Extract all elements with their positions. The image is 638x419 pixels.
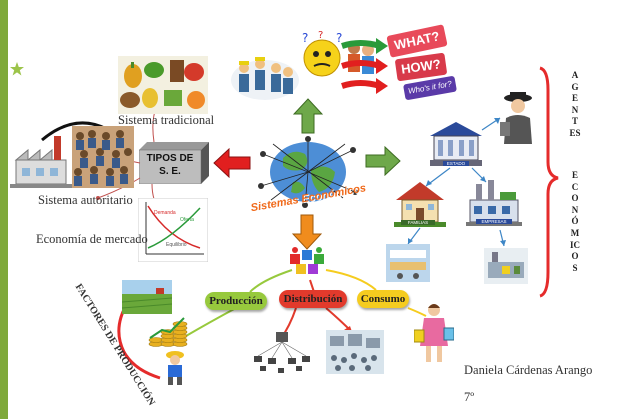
agentes-letter: N — [571, 204, 579, 215]
thinking-emoji-icon: ? ? ? — [302, 30, 342, 77]
agentes-letter: E — [571, 93, 578, 104]
agentes-letter: A — [571, 70, 579, 80]
distribution-network-image — [254, 332, 310, 373]
star-icon — [10, 62, 24, 76]
agentes-letter: Ó — [571, 216, 579, 227]
pill-produccion-label: Producción — [209, 295, 263, 307]
pill-consumo-label: Consumo — [360, 293, 406, 305]
tipos-box — [139, 142, 209, 184]
agentes-letter: T — [571, 116, 578, 127]
industry-image — [484, 248, 528, 284]
label-sistema-autoritario: Sistema autoritario — [38, 193, 133, 207]
author-grade: 7º — [464, 390, 475, 404]
crowd-image — [72, 126, 134, 188]
puzzle-people-icon — [290, 247, 324, 274]
sign-familias: FAMILIAS — [401, 220, 435, 225]
farmland-image — [122, 280, 172, 314]
label-sistema-tradicional: Sistema tradicional — [118, 113, 215, 127]
supply-demand-chart — [138, 198, 208, 262]
top-arrows — [341, 38, 388, 94]
pill-distribucion-label: Distribución — [283, 293, 343, 305]
author-name: Daniela Cárdenas Arango — [464, 363, 593, 377]
agentes-letter: G — [571, 81, 579, 92]
arrow-down-orange — [292, 214, 322, 250]
tipos-label-2: S. E. — [159, 166, 181, 177]
agentes-letter: C — [571, 181, 579, 192]
chart-label-oferta: Oferta — [180, 217, 194, 223]
agentes-letter: M — [570, 227, 580, 238]
left-sidebar-bar — [0, 0, 8, 419]
empresas-factory-image — [466, 180, 522, 226]
factory-image — [10, 136, 72, 188]
sign-estado: ESTADO — [443, 161, 469, 166]
agentes-letter: E — [571, 170, 578, 180]
arrow-left-red — [213, 148, 251, 178]
agentes-vertical-2: E C O N Ó M IC O S — [565, 170, 585, 274]
agentes-letter: O — [571, 193, 579, 204]
svg-text:?: ? — [318, 30, 323, 41]
agentes-letter: IC — [569, 239, 580, 250]
chart-label-equilibrio: Equilibrio — [166, 242, 187, 248]
workers-group-image — [231, 57, 299, 100]
tipos-label-1: TIPOS DE — [146, 153, 194, 164]
agentes-letter: ES — [569, 127, 581, 138]
farm-produce-image — [118, 56, 208, 114]
shopper-woman-icon — [414, 304, 454, 362]
supermarket-image — [386, 244, 430, 282]
coins-stack-icon — [148, 317, 188, 347]
chart-label-demanda: Demanda — [154, 210, 176, 216]
pill-consumo: Consumo — [357, 290, 409, 308]
arrow-up-green — [293, 98, 323, 134]
agentes-letter: O — [571, 251, 579, 262]
pill-distribucion: Distribución — [279, 290, 347, 308]
agentes-letter: S — [572, 262, 578, 273]
businessman-icon — [500, 92, 532, 144]
market-crowd-image — [326, 330, 384, 374]
pill-produccion: Producción — [205, 292, 267, 310]
label-economia-mercado: Economía de mercado — [36, 232, 148, 246]
svg-text:?: ? — [302, 31, 308, 45]
arrow-right-green — [365, 146, 401, 176]
globe-network-icon — [258, 136, 358, 208]
agentes-letter: N — [571, 104, 579, 115]
sign-empresas: EMPRESAS — [476, 219, 512, 224]
svg-text:?: ? — [336, 31, 342, 45]
worker-icon — [166, 351, 184, 385]
agentes-vertical-1: A G E N T ES — [565, 70, 585, 140]
